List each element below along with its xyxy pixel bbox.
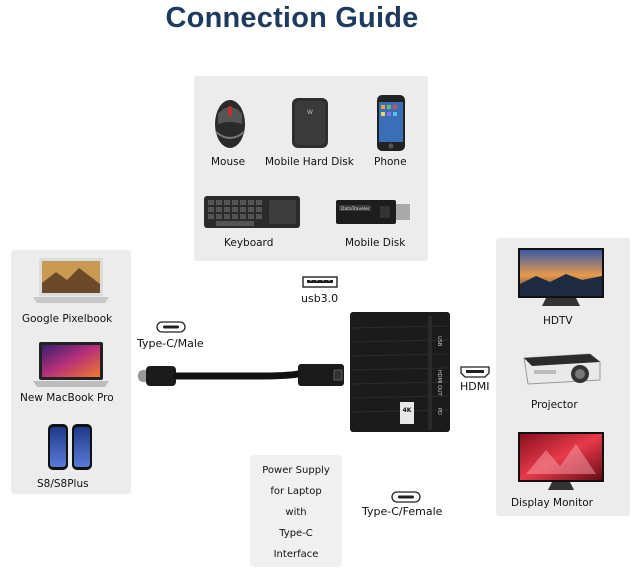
power-line: Type-C [279, 528, 313, 539]
power-line: for Laptop [270, 486, 322, 497]
mouse-icon [215, 100, 245, 148]
typec-male-icon [156, 321, 186, 333]
tv-icon [518, 248, 604, 306]
monitor-label: Display Monitor [511, 497, 593, 509]
page-title: Connection Guide [165, 2, 419, 34]
adapter-badge: 4K [403, 407, 412, 414]
projector-label: Projector [531, 399, 578, 411]
laptop-icon [33, 258, 109, 303]
power-line: Interface [273, 549, 319, 560]
smartphone-icon [48, 424, 92, 470]
power-line: Power Supply [262, 465, 330, 476]
adapter-pd-text: PD [436, 408, 442, 415]
adapter-usb-text: USB [436, 336, 442, 347]
keyboard-icon [204, 196, 300, 228]
usb-stick-icon: DataTraveler [336, 200, 410, 224]
s8-label: S8/S8Plus [37, 478, 89, 490]
keyboard-label: Keyboard [224, 237, 274, 249]
adapter-hdmi-text: HDMI OUT [436, 370, 442, 397]
typec-male-label: Type-C/Male [137, 337, 204, 350]
power-line: with [285, 507, 307, 518]
pixelbook-label: Google Pixelbook [22, 313, 113, 325]
usb-port-label: usb3.0 [301, 292, 339, 305]
usb-port-icon [302, 276, 338, 288]
hdtv-label: HDTV [543, 315, 573, 327]
hard-disk-icon: W [292, 98, 328, 148]
macbook-label: New MacBook Pro [20, 392, 114, 404]
power-supply-text: Power Supply for Laptop with Type-C Inte… [250, 460, 342, 565]
mouse-label: Mouse [211, 156, 246, 168]
hard-disk-label: Mobile Hard Disk [265, 156, 354, 168]
mobile-disk-label: Mobile Disk [345, 237, 406, 249]
adapter-hub-icon: 4K USB HDMI OUT PD [138, 312, 450, 432]
phone-label: Phone [374, 156, 407, 168]
phone-icon [377, 95, 405, 151]
svg-text:W: W [307, 109, 313, 116]
macbook-icon [33, 342, 109, 387]
typec-female-label: Type-C/Female [362, 505, 443, 518]
hdmi-port-icon [460, 366, 490, 378]
power-supply-panel [250, 455, 342, 567]
monitor-icon [518, 432, 604, 490]
svg-text:DataTraveler: DataTraveler [341, 206, 370, 212]
typec-female-icon [391, 491, 421, 503]
projector-icon [523, 353, 601, 385]
hdmi-port-label: HDMI [460, 380, 490, 393]
